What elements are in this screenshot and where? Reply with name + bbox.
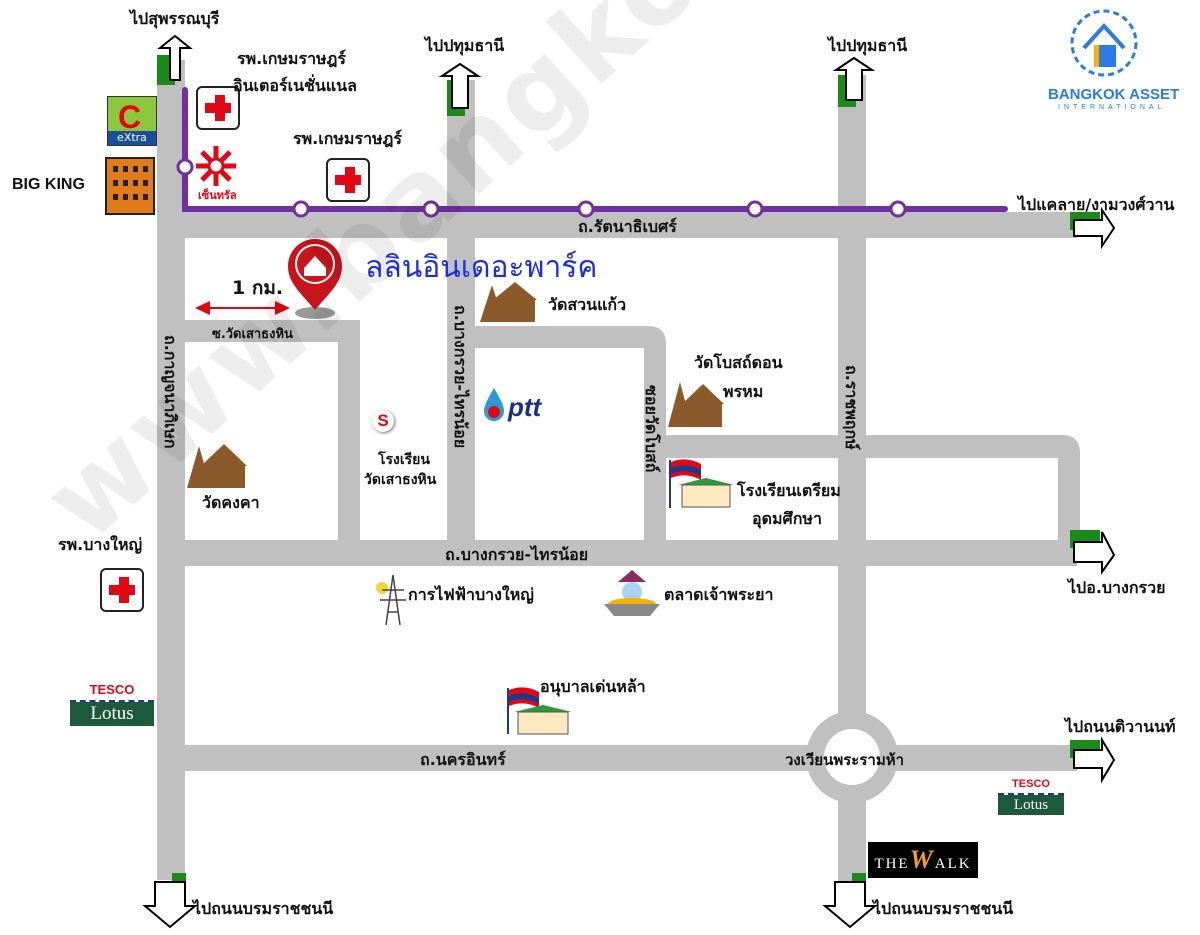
road-nakhon-in: ถ.นครอินทร์ — [420, 750, 506, 769]
road-ratanathibet: ถ.รัตนาธิเบศร์ — [578, 217, 677, 236]
big-c-letter: C — [118, 99, 142, 135]
temple-icon-wat-khongkha — [187, 444, 247, 488]
logo-sub: INTERNATIONAL — [1058, 104, 1166, 111]
label-kasemrad-inter-1: รพ.เกษมราษฎร์ — [237, 49, 346, 68]
central-logo-icon — [196, 146, 236, 186]
label-central: เซ็นทรัล — [198, 189, 237, 202]
direction-pathumthani-1: ไปปทุมธานี — [425, 36, 505, 55]
temple-icon-wat-bot — [668, 382, 724, 427]
the-walk-w: W — [909, 845, 935, 874]
label-anuban-den-la: อนุบาลเด่นหล้า — [540, 677, 646, 696]
hospital-icon-kasemrad-inter — [196, 86, 240, 130]
direction-suphanburi: ไปสุพรรณบุรี — [130, 9, 220, 28]
arrow-right-icon-tiwanon — [1070, 736, 1116, 784]
label-school-sao-thong-hin-1: โรงเรียน — [378, 452, 430, 468]
school-icon-triam-udom — [669, 459, 734, 508]
arrow-up-icon-suphanburi — [157, 34, 193, 85]
road-ratchaphruek: ถ.ราชพฤกษ์ — [842, 365, 861, 450]
arrow-down-icon-borom-2 — [822, 873, 878, 929]
market-vendor-icon — [604, 570, 660, 616]
label-wat-khongkha: วัดคงคา — [202, 493, 260, 512]
hospital-icon-bang-yai — [100, 568, 144, 612]
roundabout-rama5: วงเวียนพระรามห้า — [785, 751, 905, 769]
rail-line — [176, 87, 1008, 218]
label-school-sao-thong-hin-2: วัดเสาธงหิน — [364, 472, 437, 488]
hospital-icon-kasemrad — [326, 158, 370, 202]
label-chao-phraya-market: ตลาดเจ้าพระยา — [664, 585, 774, 604]
label-wat-bot-don-phrom-1: วัดโบสถ์ดอน — [694, 353, 783, 372]
label-triam-udom-1: โรงเรียนเตรียม — [737, 481, 841, 500]
label-kasemrad: รพ.เกษมราษฎร์ — [293, 129, 402, 148]
arrow-down-icon-borom-1 — [142, 873, 198, 929]
label-pea-bang-yai: การไฟฟ้าบางใหญ่ — [408, 585, 534, 604]
road-soi-wat-sao-thong-hin: ซ.วัดเสาธงหิน — [212, 327, 293, 342]
big-c-extra-logo: C eXtra — [107, 96, 157, 146]
arrow-up-icon-pathum-2 — [832, 56, 876, 107]
road-kanchanaphisek: ถ.กาญจนาภิเษก — [161, 335, 180, 449]
arrow-right-icon-khae-rai — [1070, 206, 1116, 250]
label-bang-yai-hospital: รพ.บางใหญ่ — [58, 535, 143, 554]
the-walk-logo: THEWALK — [868, 842, 978, 878]
direction-borommaratchachonnani-1: ไปถนนบรมราชชนนี — [193, 899, 334, 918]
project-location-pin-icon — [288, 239, 342, 319]
road-bangkruai-sainoi-vertical: ถ.บางกรวย-ไทรน้อย — [451, 305, 470, 449]
direction-pathumthani-2: ไปปทุมธานี — [828, 36, 908, 55]
direction-tiwanon: ไปถนนติวานนท์ — [1065, 717, 1176, 736]
power-tower-icon — [376, 574, 406, 626]
label-wat-bot-don-phrom-2: พรหม — [723, 382, 764, 401]
lotus-text: Lotus — [70, 702, 154, 726]
label-wat-suan-kaeo: วัดสวนแก้ว — [548, 295, 627, 314]
ptt-text: ptt — [508, 392, 542, 422]
temple-icon-wat-suan-kaeo — [480, 282, 537, 322]
label-kasemrad-inter-2: อินเตอร์เนชั่นแนล — [233, 76, 357, 95]
school-icon-anuban — [507, 687, 572, 735]
distance-label: 1 กม. — [232, 277, 284, 299]
label-triam-udom-2: อุดมศึกษา — [752, 509, 822, 528]
bangkok-asset-logo-icon — [1070, 9, 1138, 77]
ptt-logo-icon — [484, 388, 504, 421]
school-badge-icon: S — [372, 410, 394, 432]
road-network — [157, 60, 1080, 885]
direction-bang-kruai: ไปอ.บางกรวย — [1068, 578, 1166, 597]
direction-arrows — [142, 34, 1116, 929]
the-walk-alk: ALK — [934, 856, 972, 872]
direction-khae-rai: ไปแคลาย/งามวงศ์วาน — [1018, 195, 1175, 214]
label-big-king: BIG KING — [12, 176, 85, 193]
lotus-text: Lotus — [998, 795, 1064, 815]
project-name: ลลินอินเดอะพาร์ค — [365, 250, 598, 285]
arrow-right-icon-bang-kruai — [1070, 530, 1116, 576]
big-c-extra: eXtra — [108, 131, 156, 145]
logo-name: BANGKOK ASSET — [1048, 86, 1180, 103]
tesco-lotus-logo-left: TESCO Lotus — [70, 682, 154, 726]
tesco-text: TESCO — [70, 682, 154, 702]
tesco-lotus-logo-right: TESCO Lotus — [998, 778, 1064, 822]
tesco-text: TESCO — [998, 778, 1064, 795]
arrow-up-icon-pathum-1 — [438, 62, 482, 116]
the-walk-the: THE — [874, 856, 910, 872]
direction-borommaratchachonnani-2: ไปถนนบรมราชชนนี — [873, 899, 1014, 918]
road-bangkruai-sainoi: ถ.บางกรวย-ไทรน้อย — [445, 545, 589, 564]
road-soi-wat-bot: ซอยวัดโบสถ์ — [642, 385, 661, 473]
distance-arrow-icon — [195, 301, 290, 315]
big-king-building-icon — [105, 157, 155, 215]
